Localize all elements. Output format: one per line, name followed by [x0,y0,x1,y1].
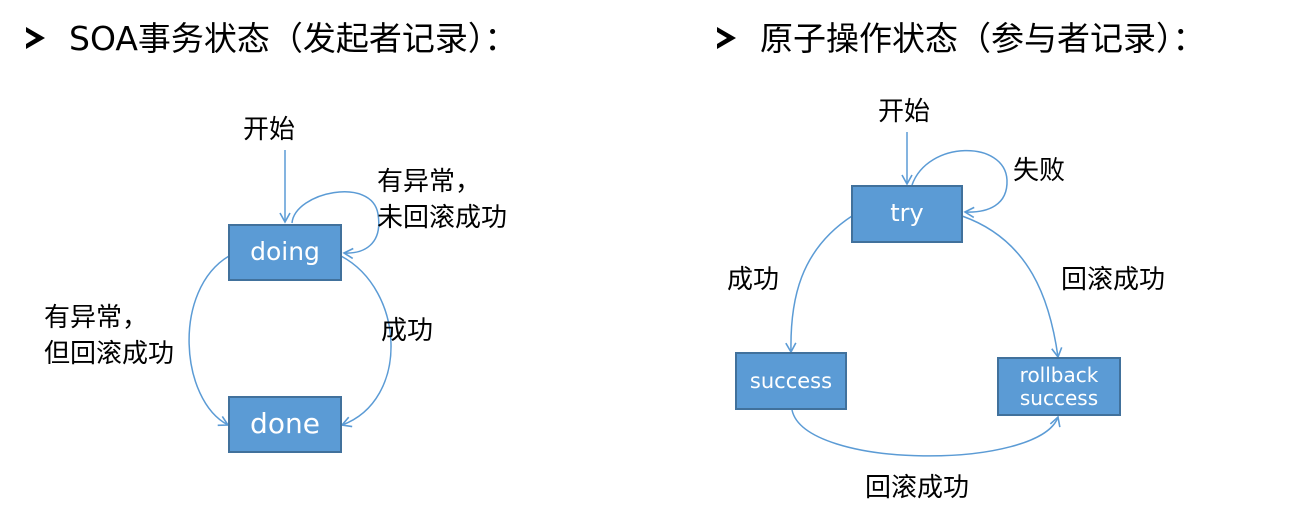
doing-state-label: doing [250,237,320,267]
right-success-label: 成功 [727,265,780,295]
right-bottom-rollback-label: 回滚成功 [865,473,970,503]
try-state-label: try [890,199,924,228]
left-success-label: 成功 [381,316,434,346]
right-bottom-rollback-arrow [791,409,1061,457]
left-self-loop-arrow [291,191,380,260]
right-fail-loop-arrow [911,149,1008,219]
right-rollback-arrow [961,215,1063,359]
bullet-arrow-icon [717,27,736,49]
right-heading: 原子操作状态（参与者记录）： [717,14,1206,62]
left-self-loop-label: 有异常， 未回滚成功 [377,167,508,233]
success-state-node: success [735,352,847,410]
left-heading-text: SOA事务状态（发起者记录）： [69,18,518,58]
right-fail-label: 失败 [1013,156,1066,186]
left-success-arrow [340,255,392,428]
right-heading-text: 原子操作状态（参与者记录）： [760,18,1206,58]
right-success-arrow [785,215,853,354]
rollback-state-label-line1: rollback [1019,362,1099,387]
try-state-node: try [851,185,963,243]
left-start-label: 开始 [243,115,296,145]
bullet-arrow-icon [26,27,45,49]
right-start-label: 开始 [878,97,931,127]
left-heading: SOA事务状态（发起者记录）： [26,14,517,62]
left-exception-label: 有异常， 但回滚成功 [44,303,175,369]
rollback-state-label-line2: success [1019,385,1099,410]
done-state-node: done [228,396,342,453]
done-state-label: done [250,407,320,441]
rollback-success-state-node: rollback success [997,357,1121,416]
left-exception-arrow [188,255,230,427]
right-rollback-label: 回滚成功 [1061,265,1166,295]
success-state-label: success [749,368,833,393]
doing-state-node: doing [228,224,342,281]
